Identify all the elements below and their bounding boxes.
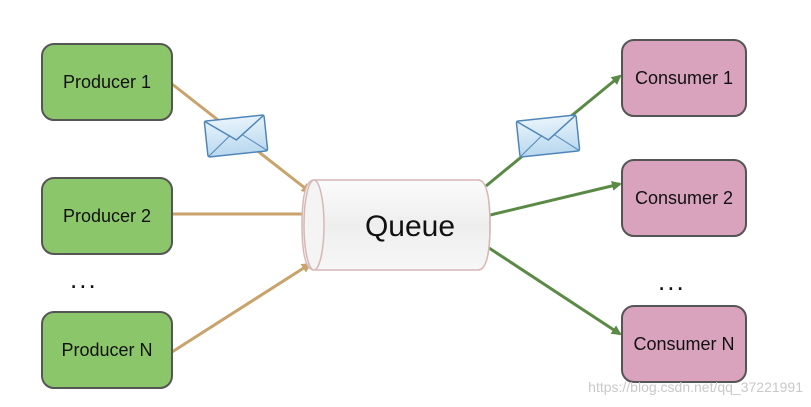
producer-2-node: Producer 2 xyxy=(41,177,173,255)
producer-n-node: Producer N xyxy=(41,311,173,389)
producer-1-node: Producer 1 xyxy=(41,43,173,121)
producer-2-label: Producer 2 xyxy=(63,206,151,226)
envelope-icon xyxy=(203,114,269,158)
arrow-queue-to-consumer-n xyxy=(485,244,622,336)
consumer-1-label: Consumer 1 xyxy=(635,68,733,88)
producer-n-label: Producer N xyxy=(61,340,152,360)
consumer-n-node: Consumer N xyxy=(621,305,747,383)
envelope-icon xyxy=(515,114,581,158)
consumer-2-label: Consumer 2 xyxy=(635,188,733,208)
consumer-n-label: Consumer N xyxy=(633,334,734,354)
queue-label: Queue xyxy=(365,210,455,243)
producers-ellipsis: ... xyxy=(70,264,98,294)
arrow-queue-to-consumer-2 xyxy=(485,180,622,218)
arrow-producer-n-to-queue xyxy=(171,262,312,354)
consumer-1-node: Consumer 1 xyxy=(621,39,747,117)
consumers-ellipsis: ... xyxy=(658,266,686,296)
queue-node: Queue xyxy=(301,179,491,271)
producer-1-label: Producer 1 xyxy=(63,72,151,92)
watermark-url: https://blog.csdn.net/qq_37221991 xyxy=(588,379,803,395)
consumer-2-node: Consumer 2 xyxy=(621,159,747,237)
